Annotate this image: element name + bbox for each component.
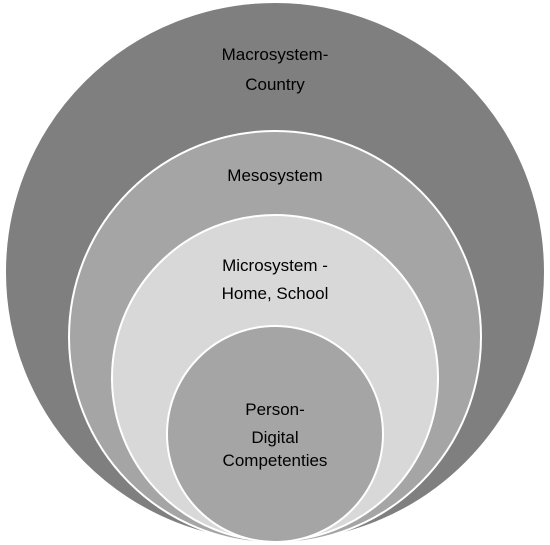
microsystem-label-line-2: Home, School: [222, 284, 329, 303]
macrosystem-label-line-2: Country: [245, 75, 305, 94]
macrosystem-label-line-1: Macrosystem-: [222, 45, 329, 64]
person-layer: Person- Digital Competenties: [166, 325, 384, 543]
person-circle: [166, 325, 384, 543]
microsystem-label-line-1: Microsystem -: [222, 256, 328, 275]
person-label-line-3: Competenties: [223, 451, 328, 470]
person-label-line-2: Digital: [251, 428, 298, 447]
mesosystem-label: Mesosystem: [227, 166, 322, 185]
person-label-line-1: Person-: [245, 400, 305, 419]
